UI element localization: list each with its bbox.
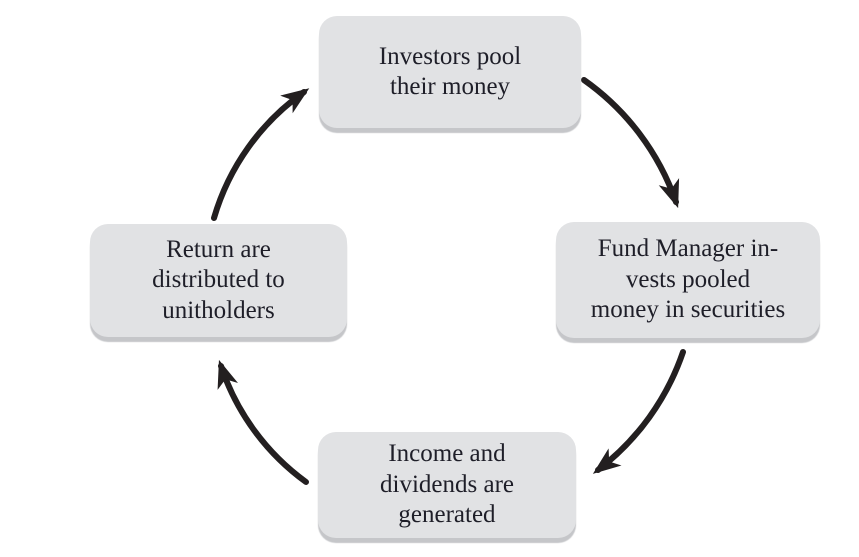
- arrow-top-to-right: [581, 77, 680, 209]
- node-investors-pool: Investors pool their money: [319, 16, 581, 128]
- arrow-bottom-to-left: [217, 359, 309, 485]
- node-fund-manager-invests: Fund Manager in- vests pooled money in s…: [556, 222, 820, 338]
- arrow-right-to-bottom: [592, 349, 686, 474]
- node-investors-pool-label: Investors pool their money: [378, 42, 522, 101]
- node-fund-manager-invests-label: Fund Manager in- vests pooled money in s…: [590, 235, 786, 324]
- node-returns-distributed: Return are distributed to unitholders: [90, 224, 347, 337]
- arrow-left-to-top: [211, 88, 310, 221]
- node-income-generated: Income and dividends are generated: [318, 432, 576, 538]
- node-income-generated-label: Income and dividends are generated: [380, 440, 514, 529]
- node-returns-distributed-label: Return are distributed to unitholders: [152, 235, 285, 324]
